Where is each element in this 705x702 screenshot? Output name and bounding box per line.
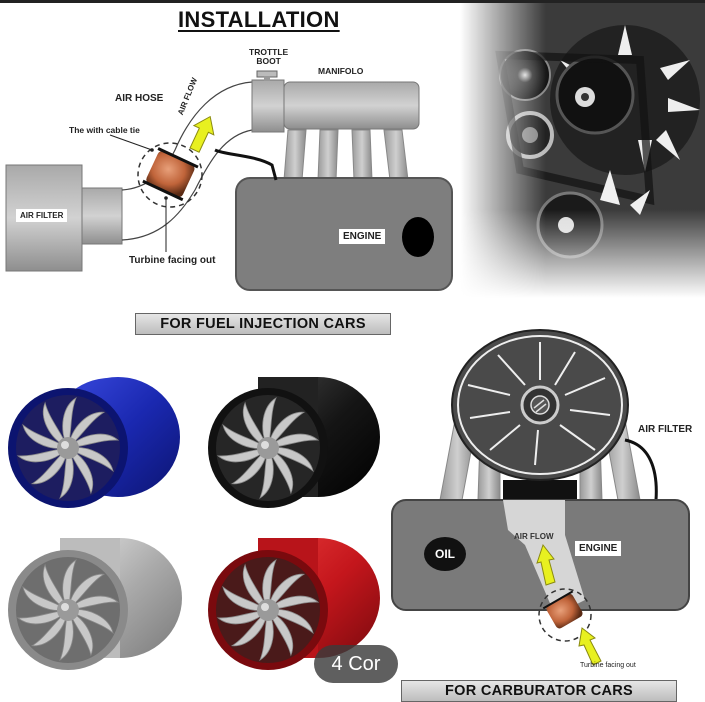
trottle-boot-label: TROTTLE BOOT <box>249 47 289 66</box>
oil-label: OIL <box>424 537 466 571</box>
carb-air-filter-label: AIR FILTER <box>638 424 693 435</box>
fuel-injection-banner: FOR FUEL INJECTION CARS <box>135 313 391 335</box>
carb-air-flow-label: AIR FLOW <box>514 532 554 541</box>
airflow-arrow-icon <box>536 543 602 666</box>
cable-tie-label: The with cable tie <box>69 125 140 135</box>
installation-title: INSTALLATION <box>178 7 340 32</box>
carburator-banner: FOR CARBURATOR CARS <box>401 680 677 702</box>
carb-turbine-label: Turbine facing out <box>580 662 636 669</box>
turbine-label: Turbine facing out <box>129 255 216 266</box>
red-turbine-product <box>208 538 380 670</box>
air-filter-label: AIR FILTER <box>16 209 68 222</box>
carb-engine-label: ENGINE <box>575 541 622 556</box>
air-hose-label: AIR HOSE <box>115 93 164 104</box>
silver-turbine-product <box>8 538 182 670</box>
color-count-badge[interactable]: 4 Cor <box>314 645 398 683</box>
top-border <box>0 0 705 3</box>
airflow-arrow-icon <box>189 115 215 153</box>
engine-label: ENGINE <box>339 229 386 244</box>
air-filter-housing <box>451 329 629 481</box>
blue-turbine-product <box>8 377 180 508</box>
manifold-label: MANIFOLO <box>318 66 364 76</box>
black-turbine-product <box>208 377 380 508</box>
